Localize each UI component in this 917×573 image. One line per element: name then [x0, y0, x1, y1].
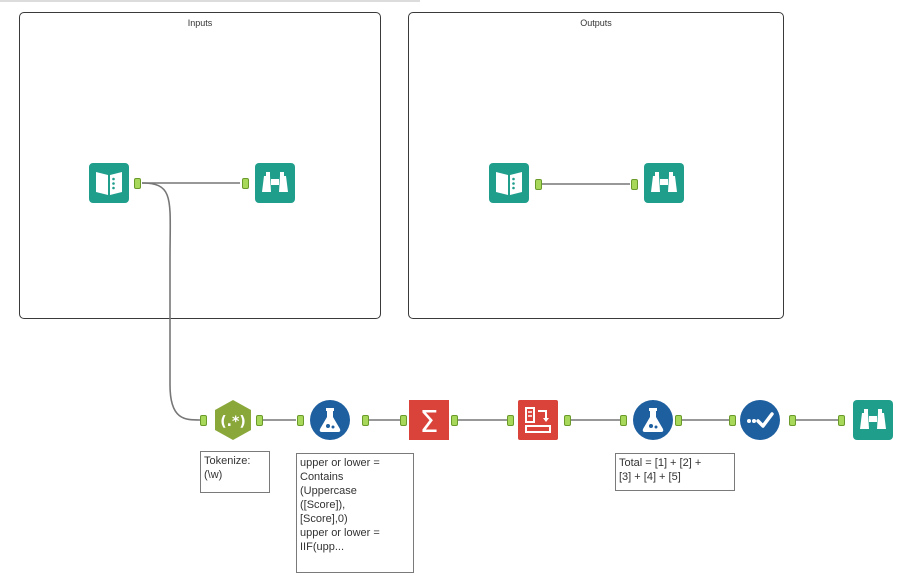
formula-annotation: upper or lower = Contains (Uppercase ([S… [296, 453, 414, 573]
output-anchor[interactable] [256, 415, 263, 426]
summarize-tool[interactable]: Σ [408, 399, 450, 441]
input-anchor[interactable] [729, 415, 736, 426]
output-anchor[interactable] [789, 415, 796, 426]
browse-tool[interactable] [852, 399, 894, 441]
crosstab-icon [518, 400, 558, 440]
binoculars-icon [255, 163, 295, 203]
multi-field-tool[interactable] [739, 399, 781, 441]
formula-tool[interactable] [632, 399, 674, 441]
formula-flask-icon [310, 400, 350, 440]
regex-tool[interactable]: (.*) [212, 399, 254, 441]
output-anchor[interactable] [134, 178, 141, 189]
input-anchor[interactable] [200, 415, 207, 426]
regex-annotation: Tokenize: (\w) [200, 451, 270, 493]
formula-tool[interactable] [309, 399, 351, 441]
book-icon [489, 163, 529, 203]
input-anchor[interactable] [400, 415, 407, 426]
browse-tool[interactable] [254, 162, 296, 204]
output-anchor[interactable] [451, 415, 458, 426]
binoculars-icon [644, 163, 684, 203]
formula-flask-icon [633, 400, 673, 440]
regex-icon: (.*) [215, 400, 251, 440]
outputs-container-title: Outputs [580, 18, 612, 28]
browse-tool[interactable] [643, 162, 685, 204]
inputs-container[interactable]: Inputs [19, 12, 381, 319]
outputs-container[interactable]: Outputs [408, 12, 784, 319]
formula-annotation: Total = [1] + [2] + [3] + [4] + [5] [615, 453, 735, 491]
svg-text:(.*): (.*) [220, 414, 245, 430]
output-anchor[interactable] [535, 179, 542, 190]
inputs-container-title: Inputs [187, 18, 213, 28]
input-anchor[interactable] [242, 178, 249, 189]
input-data-tool[interactable] [88, 162, 130, 204]
book-icon [89, 163, 129, 203]
output-anchor[interactable] [362, 415, 369, 426]
svg-text:Σ: Σ [420, 405, 439, 440]
output-anchor[interactable] [675, 415, 682, 426]
checkmark-dots-icon [740, 400, 780, 440]
input-anchor[interactable] [838, 415, 845, 426]
input-anchor[interactable] [620, 415, 627, 426]
output-anchor[interactable] [564, 415, 571, 426]
input-anchor[interactable] [297, 415, 304, 426]
canvas-top-border [0, 0, 420, 2]
input-data-tool[interactable] [488, 162, 530, 204]
sigma-icon: Σ [409, 400, 449, 440]
cross-tab-tool[interactable] [517, 399, 559, 441]
binoculars-icon [853, 400, 893, 440]
input-anchor[interactable] [507, 415, 514, 426]
input-anchor[interactable] [631, 179, 638, 190]
